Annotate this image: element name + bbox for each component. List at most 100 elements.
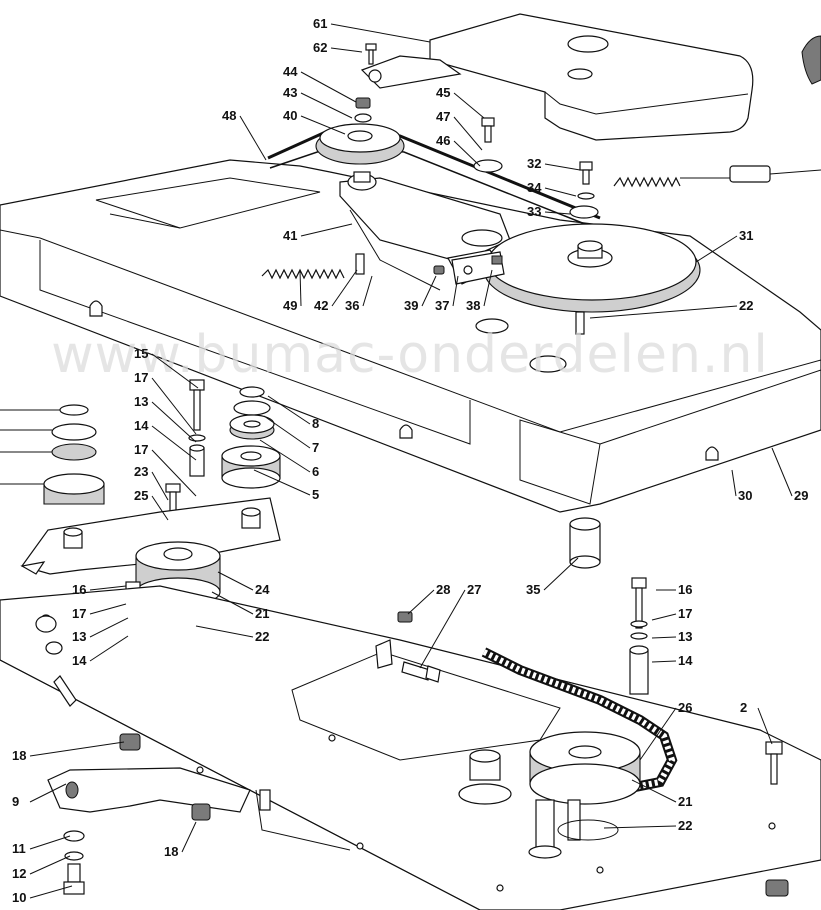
callout-c17a: 17: [134, 370, 197, 435]
pulley-5: [221, 445, 281, 489]
circlip-8: [239, 386, 265, 398]
leader-line: [195, 625, 254, 638]
nut-18b: [191, 803, 211, 821]
callout-c8: 8: [267, 395, 319, 431]
leader-line: [299, 269, 302, 307]
callout-number: 29: [794, 488, 808, 503]
pulley-21-right: [529, 731, 641, 805]
callout-number: 46: [436, 133, 450, 148]
leader-line: [151, 425, 197, 461]
washer-46: [473, 159, 503, 173]
callout-number: 22: [739, 298, 753, 313]
bolt-15: [189, 379, 205, 431]
leader-line: [453, 116, 483, 151]
leader-line: [263, 415, 311, 449]
bolt-47: [481, 117, 495, 143]
leader-line: [267, 395, 311, 425]
callout-c12: 12: [12, 855, 71, 881]
callout-c62: 62: [313, 40, 363, 55]
leader-line: [89, 585, 127, 591]
washer-34: [577, 192, 595, 200]
leader-line: [217, 571, 254, 591]
spring-cable: [613, 165, 821, 188]
bearing-6: [229, 414, 275, 440]
callout-number: 34: [527, 180, 542, 195]
callout-number: 28: [436, 582, 450, 597]
leader-line: [603, 825, 677, 829]
callout-c13a: 13: [134, 394, 197, 443]
callout-number: 32: [527, 156, 541, 171]
callout-c5: 5: [253, 469, 319, 502]
callout-number: 14: [134, 418, 149, 433]
callout-number: 42: [314, 298, 328, 313]
leader-line: [151, 495, 169, 521]
callout-c31: 31: [695, 228, 753, 263]
callout-c49: 49: [283, 269, 302, 313]
callout-c44: 44: [283, 64, 357, 103]
leader-line: [29, 741, 125, 757]
callout-number: 22: [255, 629, 269, 644]
leader-line: [419, 589, 466, 669]
callout-c17c: 17: [72, 603, 127, 621]
leader-line: [151, 401, 197, 443]
spacer-35: [569, 517, 601, 569]
callout-c22b: 22: [195, 625, 269, 644]
callout-number: 27: [467, 582, 481, 597]
washer-33: [569, 205, 599, 219]
bolt-16-right: [629, 577, 649, 695]
leader-line: [29, 783, 67, 803]
callout-c27: 27: [419, 582, 481, 669]
callout-c36: 36: [345, 275, 373, 313]
callout-c29: 29: [771, 447, 808, 503]
callout-number: 13: [72, 629, 86, 644]
callout-number: 40: [283, 108, 297, 123]
leader-line: [483, 269, 493, 307]
callout-c13b: 13: [72, 617, 129, 644]
callout-number: 49: [283, 298, 297, 313]
callout-number: 45: [436, 85, 450, 100]
callout-number: 48: [222, 108, 236, 123]
callout-c45: 45: [436, 85, 485, 119]
callout-number: 38: [466, 298, 480, 313]
callout-c14b: 14: [72, 635, 129, 668]
callout-number: 31: [739, 228, 753, 243]
leader-line: [731, 469, 737, 497]
callout-number: 9: [12, 794, 19, 809]
leader-line: [151, 471, 169, 501]
left-edge-parts: [35, 615, 77, 707]
bolt-27: [375, 639, 441, 683]
callout-number: 14: [678, 653, 693, 668]
leader-line: [151, 377, 197, 435]
callout-number: 18: [164, 844, 178, 859]
hub-left-bottom: [458, 749, 562, 859]
callout-number: 36: [345, 298, 359, 313]
bearing-stack-left-edge: [0, 404, 105, 505]
callout-number: 35: [526, 582, 540, 597]
callout-c42: 42: [314, 269, 358, 313]
callout-number: 14: [72, 653, 87, 668]
callout-c43: 43: [283, 85, 353, 119]
callout-c47: 47: [436, 109, 483, 151]
leader-line: [453, 140, 481, 167]
callout-number: 11: [12, 841, 26, 856]
callout-c21b: 21: [631, 779, 692, 809]
callout-c26: 26: [639, 700, 692, 761]
callout-number: 18: [12, 748, 26, 763]
callout-number: 6: [312, 464, 319, 479]
callout-c17d: 17: [651, 606, 692, 621]
leader-line: [300, 223, 353, 237]
callout-c30: 30: [731, 469, 752, 503]
leader-line: [300, 71, 357, 103]
callout-number: 17: [678, 606, 692, 621]
leader-line: [362, 275, 373, 307]
callout-number: 22: [678, 818, 692, 833]
callout-c24: 24: [217, 571, 270, 597]
callout-c41: 41: [283, 223, 353, 243]
pulley-40: [315, 123, 405, 165]
callout-number: 61: [313, 16, 327, 31]
callout-c10: 10: [12, 885, 73, 905]
leader-line: [589, 305, 738, 319]
callout-c28: 28: [407, 582, 450, 615]
